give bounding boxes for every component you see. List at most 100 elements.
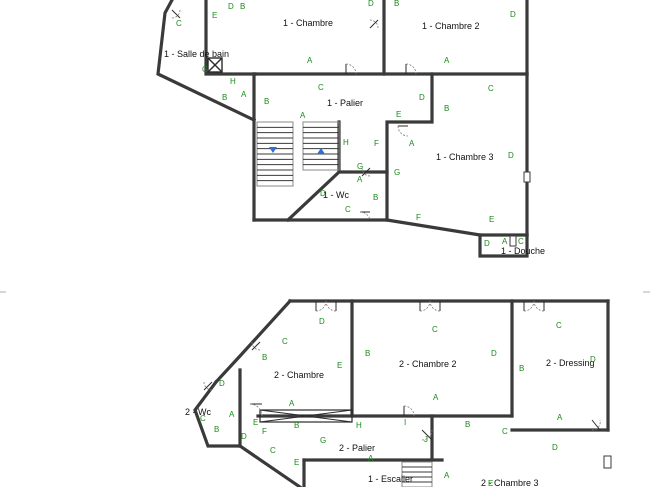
wall-letter: B: [373, 193, 378, 202]
wall-letter: D: [319, 317, 325, 326]
wall-letter: E: [489, 215, 494, 224]
room-label-1-palier: 1 - Palier: [327, 98, 363, 108]
door-icon: [421, 429, 433, 441]
floor2-wall-palier-right: [430, 414, 444, 462]
window-icon: [523, 171, 531, 183]
door-swing-icon: [429, 300, 441, 312]
room-label-1-wc: 1 - Wc: [323, 190, 349, 200]
wall-letter: A: [229, 410, 235, 419]
wall-letter: C: [345, 205, 351, 214]
wall-letter: C: [282, 337, 288, 346]
wall-letter: A: [433, 393, 439, 402]
door-icon: [361, 167, 371, 177]
door-swing-icon: [203, 381, 213, 391]
wall-letter: D: [510, 10, 516, 19]
window-icon: [509, 235, 517, 247]
wall-letter: D: [228, 2, 234, 11]
wall-letter: J: [424, 435, 428, 444]
door-icon: [171, 9, 181, 19]
wall-letter: G: [202, 65, 208, 74]
door-swing-icon: [249, 403, 263, 417]
wall-letter: A: [289, 399, 295, 408]
door-swing-icon: [533, 300, 545, 312]
door-icon: [251, 341, 261, 351]
wall-letter: D: [552, 443, 558, 452]
wall-letter: B: [240, 2, 245, 11]
room-label-1-chambre-2: 1 - Chambre 2: [422, 21, 480, 31]
floor2-wall-palier-bottom-left: [237, 443, 303, 487]
wall-letter: B: [465, 420, 470, 429]
floor1-wall-chambre3-bottom: [385, 218, 529, 237]
floor1-wall-wc-diagonal: [285, 120, 341, 223]
room-label-2-chambre: 2 - Chambre: [274, 370, 324, 380]
wall-letter: G: [357, 162, 363, 171]
wall-letter: D: [484, 239, 490, 248]
wall-letter: D: [320, 189, 326, 198]
wall-letter: D: [590, 355, 596, 364]
wall-letter: B: [365, 349, 370, 358]
room-label-2-chambre-3: 2 - Chambre 3: [481, 478, 539, 487]
floor-2: 2 - Chambre 2 - Chambre 2 2 - Dressing 2…: [185, 298, 612, 487]
floor1-staircase: [256, 121, 340, 187]
floor2-wall-letters: D C B E A C B D A C B D A D C B A D E F …: [200, 317, 596, 487]
wall-letter: E: [396, 110, 401, 119]
floor1-wall-bathroom: [204, 0, 257, 76]
door-swing-icon: [403, 405, 415, 417]
wall-letter: E: [337, 361, 342, 370]
floor1-wall-letters: C D E B D A B D A G H A B B C D A E H F …: [176, 0, 524, 248]
wall-letter: B: [264, 97, 269, 106]
room-label-2-dressing: 2 - Dressing: [546, 358, 595, 368]
wall-letter: B: [519, 364, 524, 373]
wall-letter: F: [416, 213, 421, 222]
floor1-doors: [171, 9, 531, 247]
wall-letter: D: [241, 432, 247, 441]
wall-letter: E: [294, 458, 299, 467]
wall-letter: C: [200, 414, 206, 423]
wall-letter: E: [253, 418, 258, 427]
wall-letter: D: [508, 151, 514, 160]
door-swing-icon: [251, 341, 261, 351]
wall-letter: A: [307, 56, 313, 65]
wall-letter: G: [394, 168, 400, 177]
wall-letter: H: [230, 77, 236, 86]
wall-letter: C: [270, 446, 276, 455]
wall-letter: B: [394, 0, 399, 8]
wall-letter: C: [556, 321, 562, 330]
floor2-wall-wc: [193, 379, 242, 448]
stair-up-arrow-icon: [317, 148, 325, 154]
wall-letter: H: [356, 421, 362, 430]
door-swing-icon: [421, 429, 433, 441]
wall-letter: B: [222, 93, 227, 102]
wall-letter: B: [444, 104, 449, 113]
door-swing-icon: [369, 19, 379, 29]
wall-letter: G: [320, 436, 326, 445]
door-icon: [203, 381, 213, 391]
door-swing-icon: [359, 211, 371, 221]
wall-letter: D: [219, 379, 225, 388]
wall-letter: C: [176, 19, 182, 28]
wall-letter: A: [444, 471, 450, 480]
room-label-1-douche: 1 - Douche: [501, 246, 545, 256]
floor2-stair-void: [259, 409, 353, 423]
wall-letter: A: [357, 175, 363, 184]
room-label-1-chambre-3: 1 - Chambre 3: [436, 152, 494, 162]
door-swing-icon: [325, 300, 337, 312]
wall-letter: A: [444, 56, 450, 65]
wall-letter: A: [368, 454, 374, 463]
wall-letter: C: [318, 83, 324, 92]
door-icon: [369, 19, 379, 29]
room-label-1-chambre: 1 - Chambre: [283, 18, 333, 28]
stair-down-arrow-icon: [269, 147, 277, 153]
wall-letter: I: [404, 418, 406, 427]
wall-letter: D: [491, 349, 497, 358]
door-swing-icon: [361, 167, 371, 177]
window-icon: [603, 455, 612, 469]
wall-letter: A: [557, 413, 563, 422]
door-swing-icon: [171, 9, 181, 19]
wall-letter: B: [214, 425, 219, 434]
wall-letter: A: [300, 111, 306, 120]
wall-letter: H: [343, 138, 349, 147]
wall-letter: A: [241, 90, 247, 99]
room-label-2-palier: 2 - Palier: [339, 443, 375, 453]
